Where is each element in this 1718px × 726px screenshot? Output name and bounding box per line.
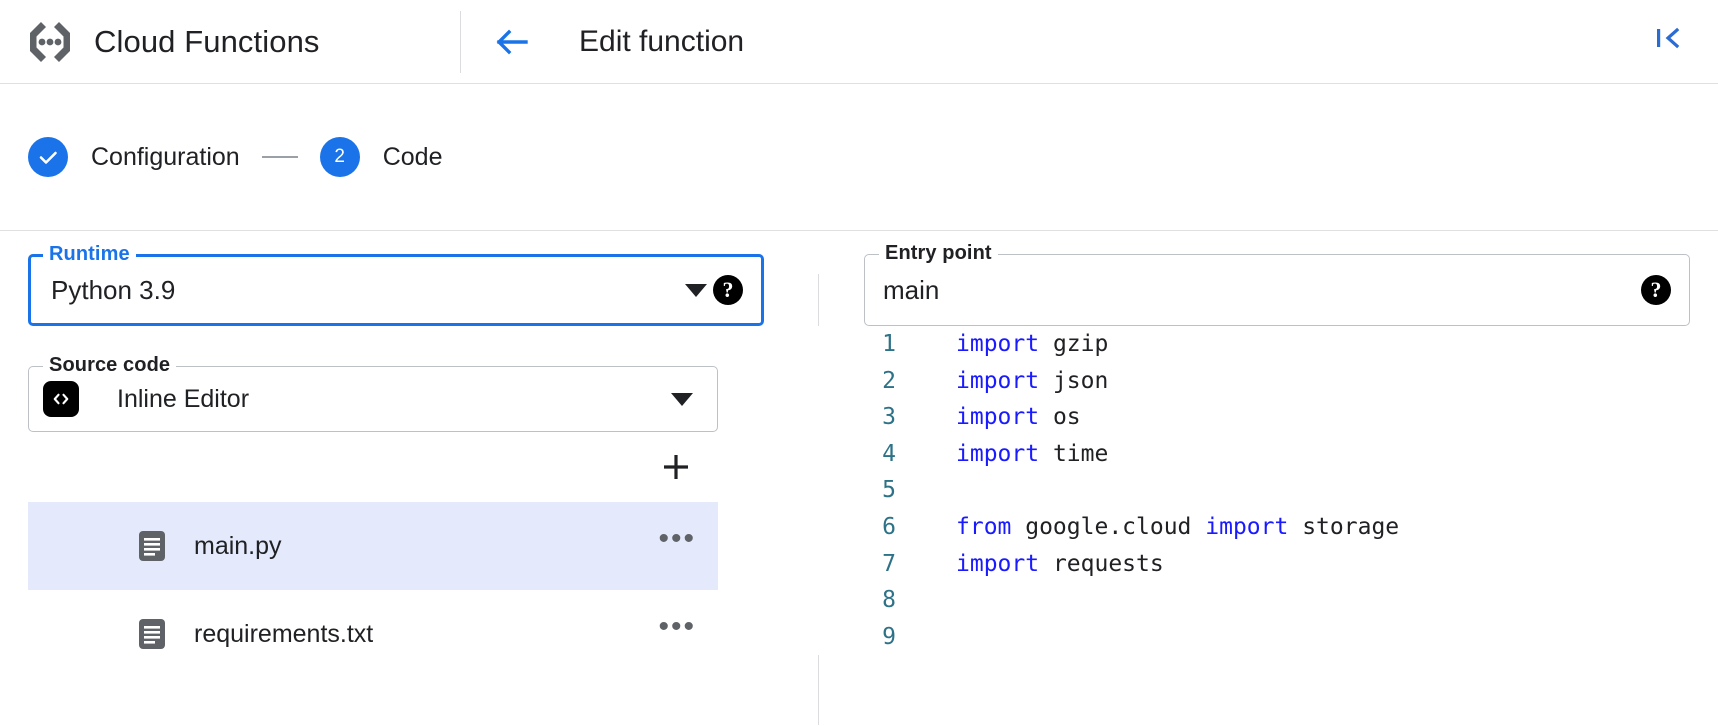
collapse-panel-icon[interactable] <box>1646 16 1690 60</box>
stepper-label-code: Code <box>382 142 443 171</box>
chevron-down-icon[interactable] <box>685 283 707 297</box>
code-line-text: import os <box>896 399 1081 436</box>
code-identifier: time <box>1039 440 1109 467</box>
source-code-select[interactable]: Source code Inline Editor <box>28 354 718 432</box>
code-line-text: import gzip <box>896 326 1108 363</box>
page-title: Edit function <box>579 24 745 58</box>
code-line-number: 5 <box>882 477 896 504</box>
header-divider <box>460 10 461 73</box>
entry-point-label: Entry point <box>879 242 998 265</box>
file-name: requirements.txt <box>194 619 374 648</box>
code-line-number: 4 <box>882 440 896 467</box>
code-identifier: json <box>1039 367 1109 394</box>
code-keyword: import <box>956 404 1040 431</box>
entry-point-row: Entry point main ? <box>818 242 1718 326</box>
file-document-icon <box>138 530 166 562</box>
code-keyword: import <box>956 367 1040 394</box>
runtime-value: Python 3.9 <box>51 274 176 305</box>
stepper-step-code[interactable]: 2 Code <box>319 137 443 177</box>
code-line-text: import requests <box>896 546 1164 583</box>
code-line-text: import time <box>896 436 1108 473</box>
code-brackets-icon <box>43 381 79 417</box>
entry-point-value: main <box>883 274 940 305</box>
page-title-group: Edit function <box>461 22 744 62</box>
file-list-item-requirements-txt[interactable]: requirements.txt ••• <box>28 590 718 678</box>
file-name: main.py <box>194 531 282 560</box>
chevron-down-icon[interactable] <box>671 392 693 406</box>
brand: Cloud Functions <box>0 19 460 65</box>
runtime-select[interactable]: Runtime Python 3.9 ? <box>28 243 764 326</box>
left-panel: Runtime Python 3.9 ? Source code Inline … <box>0 231 818 725</box>
code-keyword: import <box>956 440 1040 467</box>
code-keyword: from <box>956 513 1012 540</box>
file-more-options-icon[interactable]: ••• <box>658 522 696 555</box>
code-line-text <box>896 619 956 656</box>
code-line: 9 <box>818 619 1718 656</box>
entry-point-help-icon[interactable]: ? <box>1641 275 1671 305</box>
file-toolbar <box>28 432 718 502</box>
code-line-number: 1 <box>882 331 896 357</box>
app-header: Cloud Functions Edit function <box>0 0 1718 84</box>
source-code-value: Inline Editor <box>117 384 250 413</box>
file-document-icon <box>138 618 166 650</box>
code-line-number: 3 <box>882 404 896 431</box>
code-keyword: import <box>956 550 1040 577</box>
stepper-label-configuration: Configuration <box>91 142 240 171</box>
code-line-number: 2 <box>882 367 896 394</box>
runtime-row: Runtime Python 3.9 ? <box>28 243 764 326</box>
runtime-label: Runtime <box>43 243 136 266</box>
wizard-stepper: Configuration 2 Code <box>0 84 1718 231</box>
source-code-row: Source code Inline Editor <box>28 354 718 432</box>
file-list: main.py ••• requirements.txt ••• <box>28 502 718 678</box>
code-identifier: google.cloud <box>1011 513 1206 540</box>
content-area: Runtime Python 3.9 ? Source code Inline … <box>0 231 1718 725</box>
arrow-left-icon[interactable] <box>491 22 531 62</box>
code-line-text <box>896 582 956 619</box>
stepper-connector <box>261 156 298 158</box>
entry-point-input[interactable]: Entry point main ? <box>864 242 1690 326</box>
code-line-text <box>896 472 956 509</box>
code-identifier: gzip <box>1039 331 1109 357</box>
code-line-number: 9 <box>882 623 896 650</box>
stepper-step-configuration[interactable]: Configuration <box>28 137 240 177</box>
code-line-number: 7 <box>882 550 896 577</box>
code-line-number: 6 <box>882 513 896 540</box>
code-keyword: import <box>1205 513 1289 540</box>
brand-title: Cloud Functions <box>94 23 320 59</box>
code-line-text: import json <box>896 363 1108 400</box>
cloud-functions-logo-icon <box>24 19 76 65</box>
runtime-help-icon[interactable]: ? <box>713 275 743 305</box>
step-number-badge: 2 <box>319 137 360 177</box>
file-list-item-main-py[interactable]: main.py ••• <box>28 502 718 590</box>
code-keyword: import <box>956 331 1040 357</box>
code-line-number: 8 <box>882 587 896 614</box>
step-complete-check-icon <box>28 137 68 177</box>
code-line: 8 <box>818 582 1718 619</box>
code-identifier: requests <box>1039 550 1164 577</box>
code-identifier: os <box>1039 404 1081 431</box>
source-code-label: Source code <box>43 354 177 377</box>
code-identifier: storage <box>1288 513 1400 540</box>
plus-icon[interactable] <box>656 447 696 487</box>
code-line-text: from google.cloud import storage <box>896 509 1399 546</box>
file-more-options-icon[interactable]: ••• <box>658 610 696 643</box>
code-line: 5 <box>818 472 1718 509</box>
